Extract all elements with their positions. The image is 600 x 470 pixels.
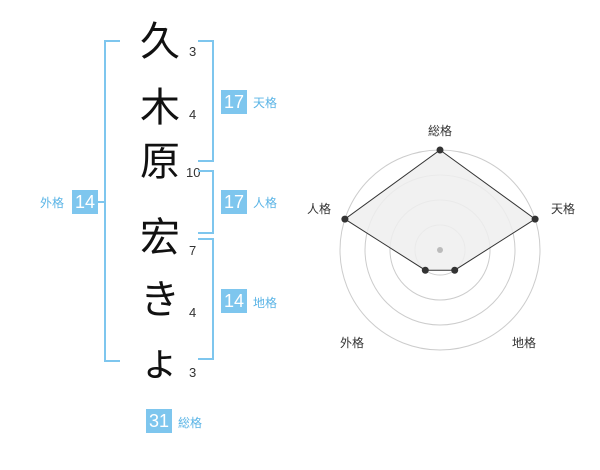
gaikaku-label: 外格	[40, 196, 65, 210]
stroke-count-3: 10	[186, 165, 201, 180]
stroke-count-1: 3	[189, 44, 197, 59]
radar-center-dot	[437, 247, 443, 253]
name-char-2: 木	[140, 85, 180, 131]
tenkaku-value-badge: 17	[221, 90, 247, 114]
chikaku-label: 地格	[253, 296, 278, 310]
gaikaku-value-badge: 14	[72, 190, 98, 214]
chikaku-bracket	[198, 238, 214, 360]
stroke-count-6: 3	[189, 365, 197, 380]
jinkaku-value-badge: 17	[221, 190, 247, 214]
chikaku-value-badge: 14	[221, 289, 247, 313]
radar-point-5	[341, 215, 349, 223]
radar-point-3	[451, 266, 459, 274]
name-char-1: 久	[140, 19, 180, 65]
soukaku-label: 総格	[178, 416, 203, 430]
radar-point-4	[421, 266, 429, 274]
tenkaku-label: 天格	[253, 96, 278, 110]
name-char-5: き	[140, 277, 180, 323]
stroke-count-4: 7	[189, 243, 197, 258]
name-char-4: 宏	[140, 215, 180, 261]
radar-point-1	[436, 146, 444, 154]
tenkaku-bracket	[198, 40, 214, 162]
jinkaku-label: 人格	[253, 196, 278, 210]
radar-axis-label-soukaku: 総格	[427, 124, 452, 138]
jinkaku-bracket	[198, 170, 214, 234]
radar-axis-label-chikaku: 地格	[511, 336, 536, 350]
name-char-6: ょ	[140, 339, 180, 385]
radar-axis-label-jinkaku: 人格	[306, 202, 331, 216]
radar-points	[341, 146, 539, 274]
gaikaku-bracket-stub	[96, 201, 104, 203]
radar-axis-label-gaikaku: 外格	[339, 336, 364, 350]
gaikaku-bracket	[104, 40, 120, 362]
soukaku-value-badge: 31	[146, 409, 172, 433]
radar-axis-label-tenkaku: 天格	[550, 202, 575, 216]
stroke-count-5: 4	[189, 305, 197, 320]
radar-area	[344, 149, 536, 271]
name-char-3: 原	[140, 139, 180, 185]
stroke-count-2: 4	[189, 107, 197, 122]
radar-point-2	[531, 215, 539, 223]
